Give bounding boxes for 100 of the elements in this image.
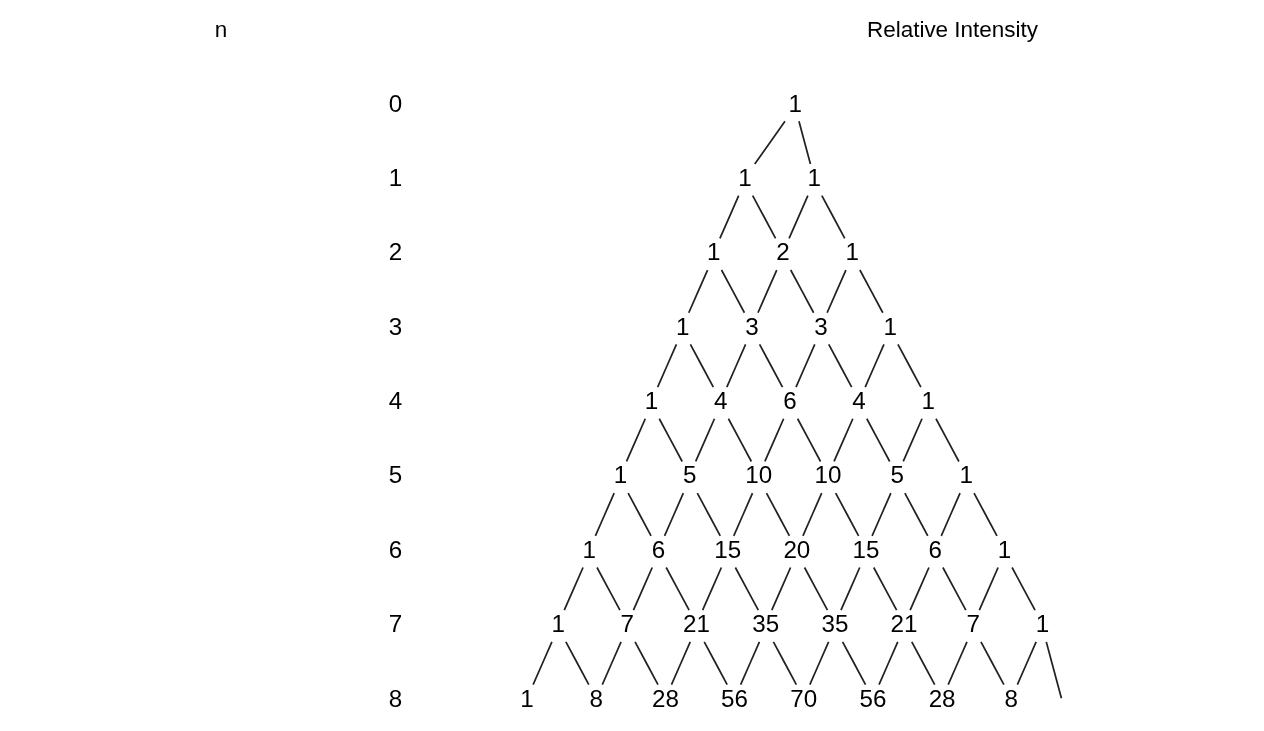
label: 1 xyxy=(388,163,403,191)
node-text: 1 xyxy=(788,89,802,117)
node-text: 6 xyxy=(651,535,666,563)
connector xyxy=(826,269,847,314)
connector xyxy=(565,641,590,686)
label: 3 xyxy=(388,312,403,340)
connector xyxy=(670,641,692,686)
node-text: 3 xyxy=(814,312,828,340)
connector xyxy=(802,492,823,537)
connector xyxy=(827,343,853,388)
connector xyxy=(1016,641,1037,686)
node-text: 1 xyxy=(613,461,628,489)
node-text: 4 xyxy=(852,387,866,415)
connector xyxy=(841,641,867,686)
node-text: 6 xyxy=(783,387,797,415)
label: 2 xyxy=(388,238,403,266)
node-text: 1 xyxy=(997,535,1012,563)
connector xyxy=(764,417,785,463)
node-text: 15 xyxy=(852,535,880,563)
connector xyxy=(601,641,622,686)
node-text: 3 xyxy=(745,312,759,340)
connector xyxy=(789,269,815,314)
label: 6 xyxy=(388,535,403,563)
label: 5 xyxy=(388,461,403,489)
connector xyxy=(910,641,936,686)
connector xyxy=(596,566,621,612)
node-text: 35 xyxy=(752,610,780,638)
connector xyxy=(687,269,709,314)
node-text: 1 xyxy=(1035,610,1050,638)
label: 0 xyxy=(388,89,403,117)
connector xyxy=(563,566,584,612)
connector xyxy=(808,641,830,686)
node-text: 1 xyxy=(959,461,974,489)
label: Relative Intensity xyxy=(866,16,1039,42)
connector xyxy=(980,641,1005,686)
node-text: 1 xyxy=(845,238,859,266)
connector xyxy=(532,641,553,686)
connector xyxy=(625,417,647,463)
connector xyxy=(701,566,723,612)
connector xyxy=(798,120,812,165)
node-text: 8 xyxy=(1004,684,1019,712)
connector xyxy=(871,492,892,537)
connector xyxy=(795,343,816,388)
node-text: 70 xyxy=(790,684,818,712)
connector xyxy=(734,566,760,612)
node-text: 1 xyxy=(707,238,721,266)
connector xyxy=(751,194,777,240)
connector xyxy=(663,492,685,537)
label: n xyxy=(214,16,228,42)
node-text: 7 xyxy=(620,610,635,638)
node-text: 6 xyxy=(928,535,942,563)
node-text: 4 xyxy=(714,387,728,415)
connector xyxy=(788,194,809,240)
node-text: 8 xyxy=(589,684,603,712)
node-text: 7 xyxy=(966,610,980,638)
connector xyxy=(753,120,786,165)
node-text: 35 xyxy=(821,610,849,638)
node-text: 2 xyxy=(776,238,790,266)
connector xyxy=(978,566,999,612)
connector xyxy=(732,492,754,537)
connector xyxy=(940,492,961,537)
node-text: 1 xyxy=(644,387,659,415)
node-text: 21 xyxy=(890,610,918,638)
connector xyxy=(947,641,968,686)
connector xyxy=(758,343,784,388)
connector xyxy=(833,417,854,463)
label: 8 xyxy=(388,684,403,712)
connector xyxy=(694,417,716,463)
node-text: 15 xyxy=(714,535,742,563)
connector xyxy=(757,269,778,314)
node-text: 28 xyxy=(651,684,679,712)
node-text: 10 xyxy=(745,461,773,489)
connector xyxy=(1045,641,1063,700)
connector xyxy=(803,566,829,612)
connector xyxy=(770,566,792,612)
connector xyxy=(727,417,753,463)
connector xyxy=(765,492,791,537)
connector xyxy=(840,566,861,612)
connector xyxy=(878,641,899,686)
node-text: 1 xyxy=(807,163,821,191)
connector xyxy=(594,492,615,537)
node-text: 1 xyxy=(921,387,936,415)
connector xyxy=(935,417,960,463)
connector xyxy=(897,343,922,388)
node-text: 1 xyxy=(551,610,565,638)
node-text: 56 xyxy=(721,684,749,712)
node-text: 1 xyxy=(582,535,597,563)
connector xyxy=(696,492,722,537)
connector xyxy=(859,269,884,314)
connector xyxy=(942,566,967,612)
node-text: 21 xyxy=(683,610,710,638)
connector xyxy=(658,417,684,463)
node-text: 1 xyxy=(520,684,534,712)
node-text: 5 xyxy=(682,461,697,489)
label: 7 xyxy=(388,610,403,638)
connector xyxy=(627,492,652,537)
connector xyxy=(634,641,659,686)
connector xyxy=(719,194,740,240)
node-text: 1 xyxy=(675,312,690,340)
connector xyxy=(772,641,798,686)
